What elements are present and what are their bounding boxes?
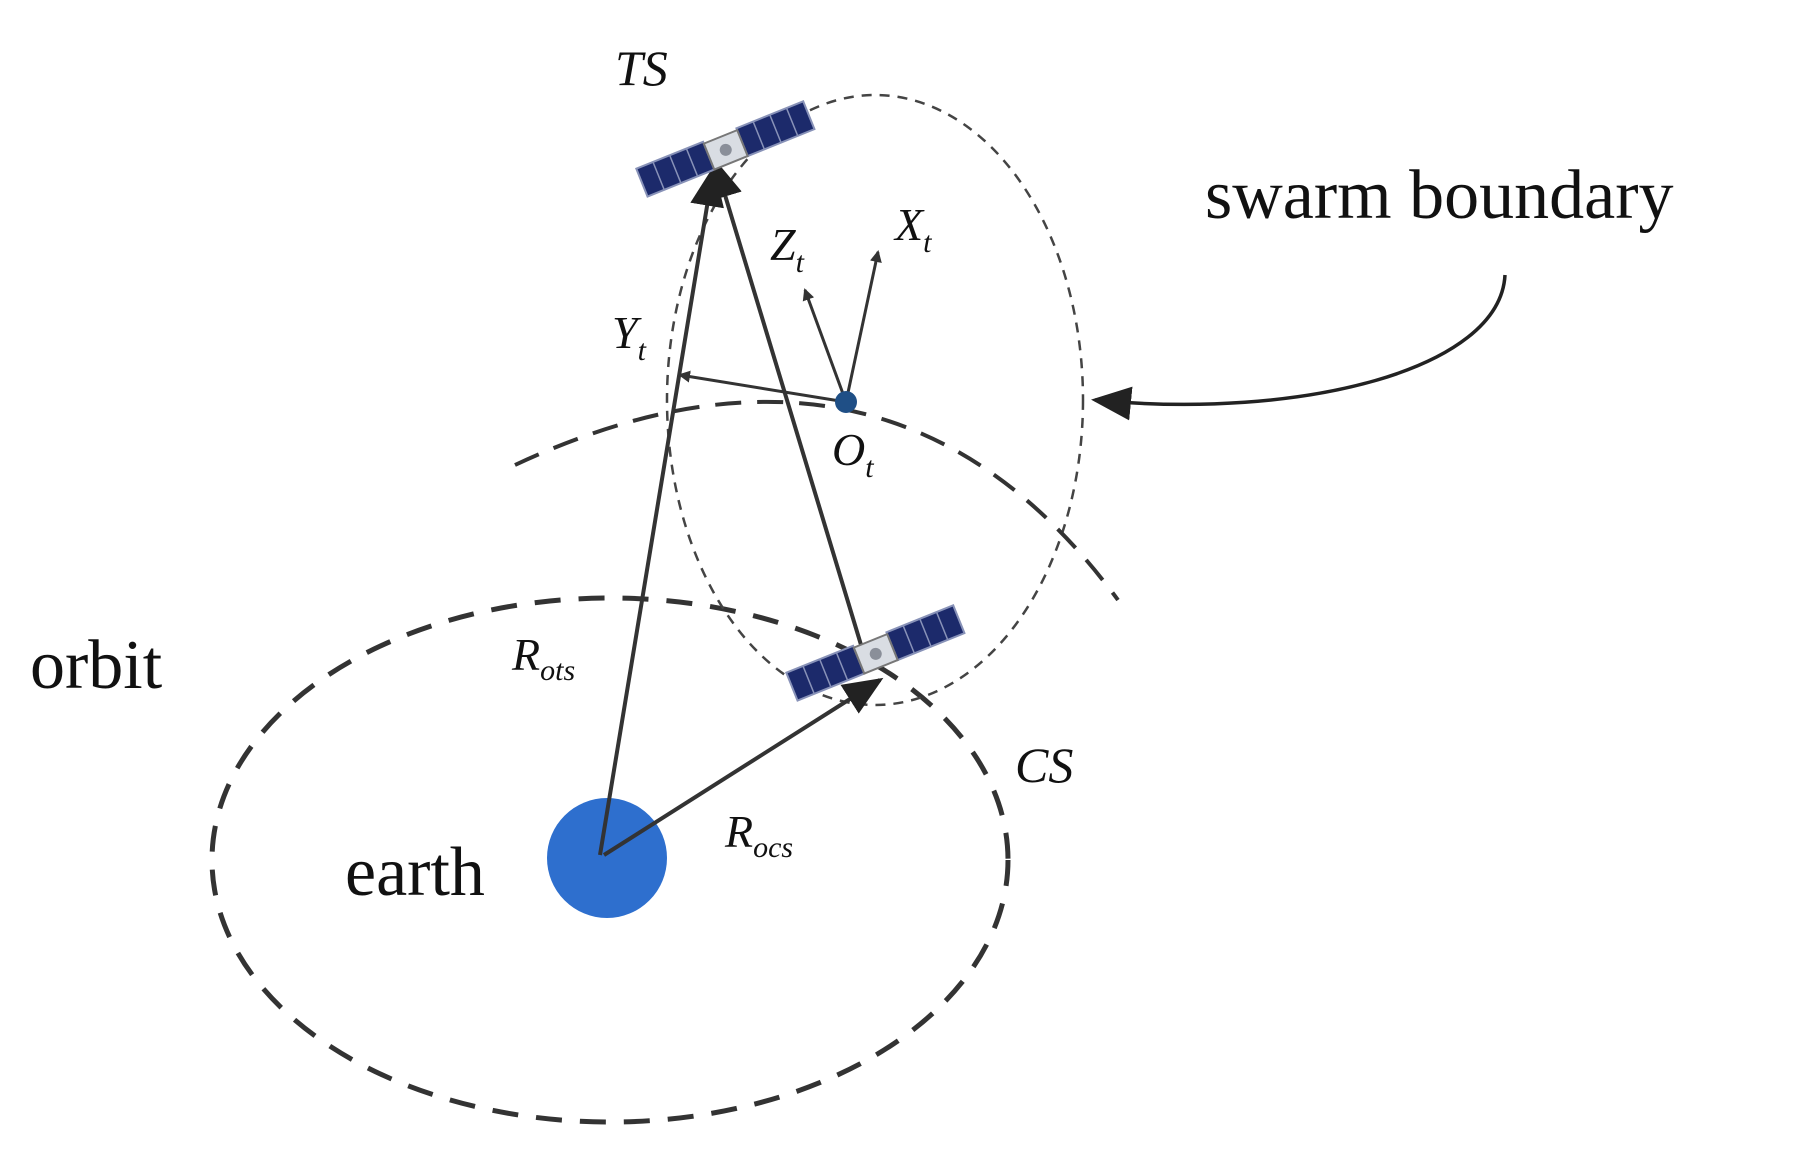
z-axis-arrow	[802, 288, 848, 403]
chaser-satellite-icon	[785, 604, 966, 702]
zt-label: Zt	[770, 219, 805, 279]
ts-label: TS	[615, 40, 668, 96]
x-axis-arrow	[844, 250, 882, 403]
orbit-label: orbit	[30, 627, 163, 704]
swarm-boundary-circle	[665, 93, 1085, 707]
orbit-ellipse	[209, 595, 1011, 1125]
cs-label: CS	[1015, 737, 1073, 793]
earth-body	[547, 798, 667, 918]
y-axis-arrow	[678, 370, 847, 404]
relative-vector	[709, 158, 870, 669]
ot-label: Ot	[832, 424, 874, 484]
rots-main: R	[511, 629, 540, 680]
ot-main: O	[832, 424, 865, 475]
yt-main: Y	[612, 307, 642, 358]
zt-sub: t	[796, 246, 805, 279]
yt-sub: t	[638, 334, 647, 367]
zt-main: Z	[770, 219, 796, 270]
yt-label: Yt	[612, 307, 647, 367]
frame-origin-dot	[835, 391, 857, 413]
rocs-label: Rocs	[724, 806, 793, 864]
swarm-boundary-pointer-arrow	[1091, 274, 1507, 421]
swarm-boundary-label: swarm boundary	[1205, 157, 1674, 234]
earth-label: earth	[345, 834, 485, 911]
xt-label: Xt	[893, 199, 932, 259]
xt-sub: t	[923, 226, 932, 259]
r-ots-vector	[598, 166, 724, 856]
rocs-main: R	[724, 806, 753, 857]
xt-main: X	[893, 199, 925, 250]
r-ocs-vector	[602, 677, 884, 857]
rocs-sub: ocs	[753, 831, 793, 864]
rots-sub: ots	[540, 654, 575, 687]
target-satellite-icon	[635, 100, 816, 198]
local-orbit-arc	[514, 399, 1120, 602]
rots-label: Rots	[511, 629, 575, 687]
ot-sub: t	[865, 451, 874, 484]
